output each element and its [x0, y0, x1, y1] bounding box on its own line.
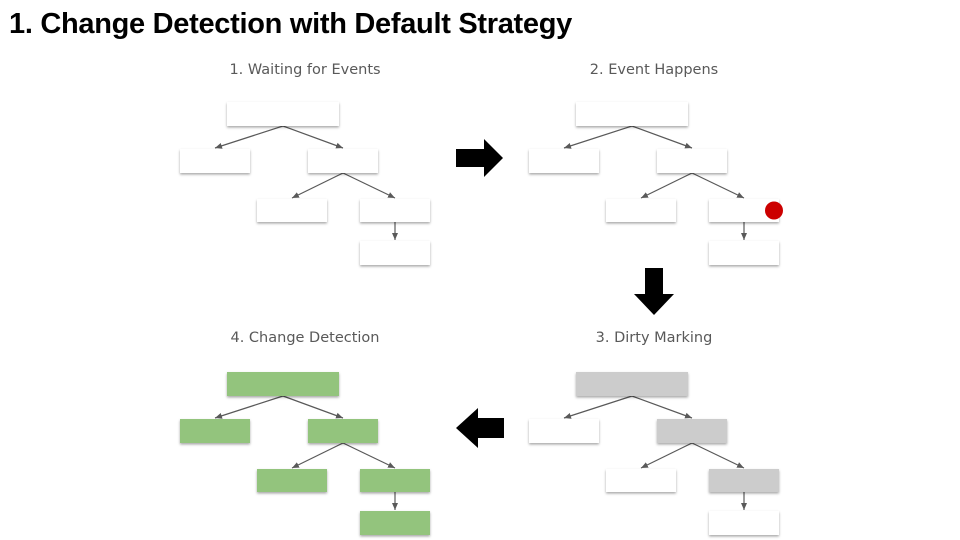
edge-right-child-to-left-grandchild [291, 442, 344, 469]
node-right-grandchild-checked [360, 469, 430, 492]
edge-right-child-to-left-grandchild [640, 442, 693, 469]
edge-root-to-left-child [563, 395, 633, 419]
panel-title-waiting: 1. Waiting for Events [229, 62, 381, 78]
node-root-dirty [576, 372, 688, 396]
node-right-child-default [308, 149, 378, 173]
edge-right-child-to-left-grandchild [291, 172, 344, 199]
flow-arrow-right-icon [456, 139, 503, 177]
node-leaf-default [709, 511, 779, 535]
node-right-child-dirty [657, 419, 727, 443]
panel-detection [180, 372, 430, 535]
node-left-child-default [529, 149, 599, 173]
node-root-checked [227, 372, 339, 396]
node-right-child-checked [308, 419, 378, 443]
slide-title: 1. Change Detection with Default Strateg… [9, 8, 572, 40]
node-right-grandchild-dirty [709, 469, 779, 492]
node-right-child-default [657, 149, 727, 173]
edge-right-child-to-right-grandchild [342, 172, 396, 199]
edge-root-to-left-child [214, 395, 284, 419]
node-left-child-checked [180, 419, 250, 443]
node-left-grandchild-checked [257, 469, 327, 492]
panel-title-detection: 4. Change Detection [230, 330, 380, 346]
edge-right-child-to-right-grandchild [691, 442, 745, 469]
node-left-child-default [529, 419, 599, 443]
edge-root-to-left-child [214, 125, 284, 149]
edge-root-to-right-child [631, 125, 693, 149]
node-right-grandchild-default [709, 199, 779, 222]
edge-root-to-left-child [563, 125, 633, 149]
node-left-child-default [180, 149, 250, 173]
panel-event [529, 102, 779, 265]
node-root-default [227, 102, 339, 126]
edge-right-child-to-right-grandchild [342, 442, 396, 469]
flow-arrow-down-icon [634, 268, 674, 315]
edge-right-child-to-right-grandchild [691, 172, 745, 199]
edge-root-to-right-child [282, 395, 344, 419]
node-left-grandchild-default [606, 199, 676, 222]
node-leaf-checked [360, 511, 430, 535]
node-right-grandchild-default [360, 199, 430, 222]
panel-title-event: 2. Event Happens [589, 62, 719, 78]
node-left-grandchild-default [606, 469, 676, 492]
node-left-grandchild-default [257, 199, 327, 222]
edge-root-to-right-child [631, 395, 693, 419]
panel-title-dirty: 3. Dirty Marking [595, 330, 713, 346]
flow-arrow-left-icon [456, 408, 504, 448]
panel-dirty [529, 372, 779, 535]
node-root-default [576, 102, 688, 126]
edge-root-to-right-child [282, 125, 344, 149]
edge-right-child-to-left-grandchild [640, 172, 693, 199]
event-marker-icon [765, 201, 783, 220]
node-leaf-default [709, 241, 779, 265]
node-leaf-default [360, 241, 430, 265]
panel-waiting [180, 102, 430, 265]
